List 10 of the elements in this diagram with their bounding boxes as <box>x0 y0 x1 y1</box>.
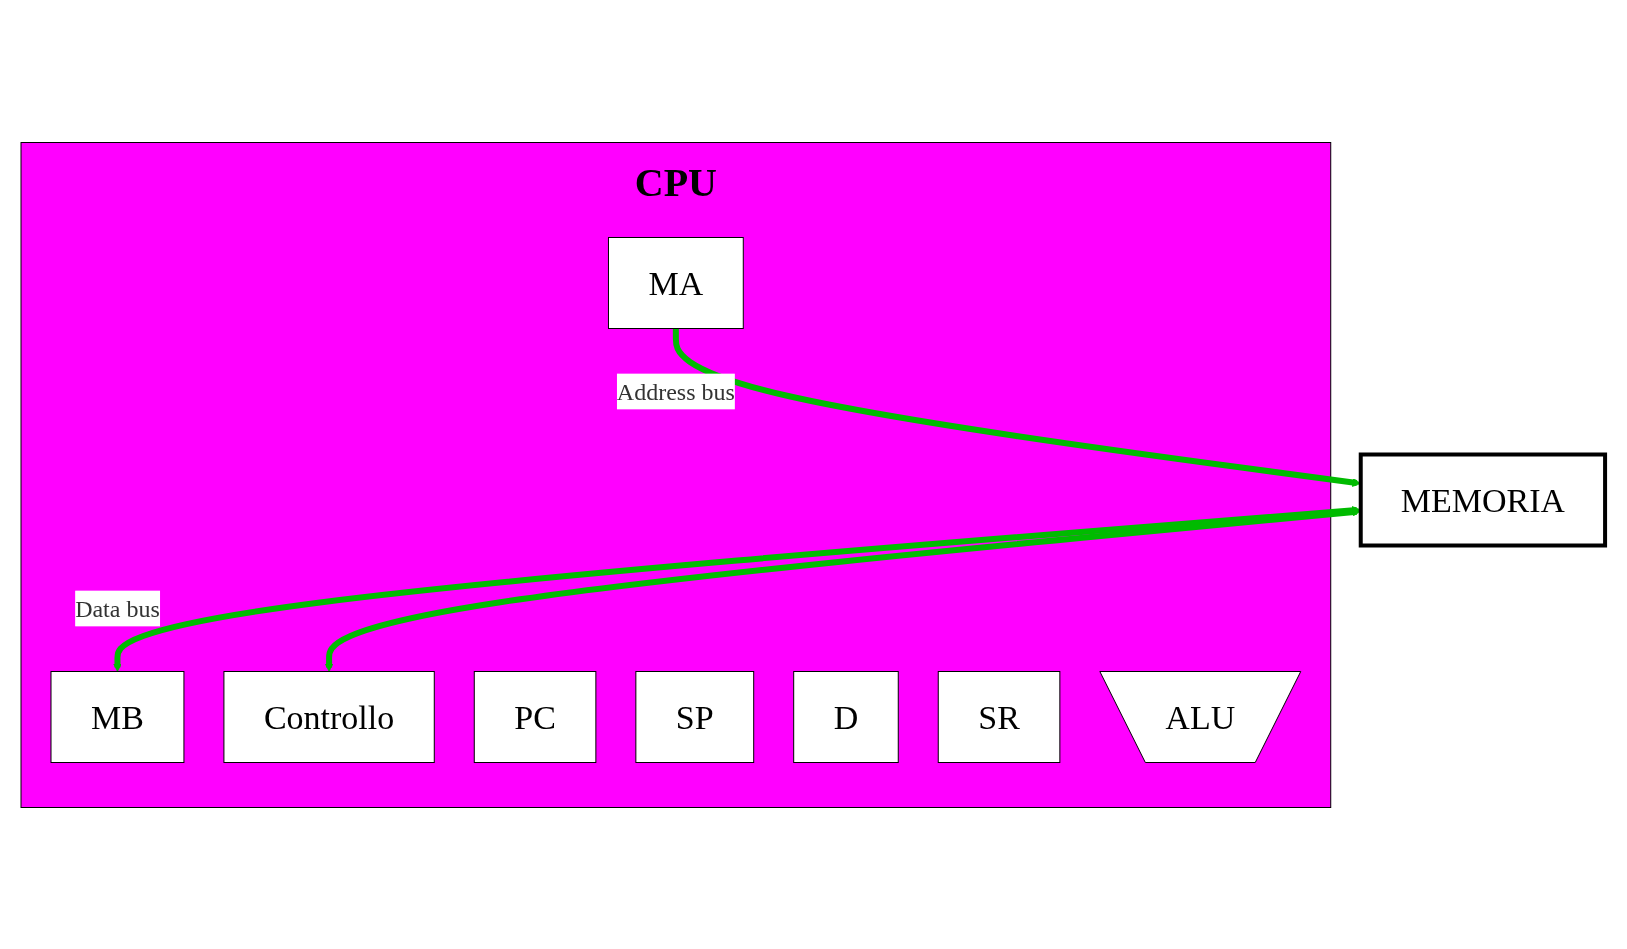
node-box: Controllo <box>223 670 436 763</box>
node-box: SP <box>635 670 755 763</box>
node-box: SR <box>938 670 1061 763</box>
edge-label: Data bus <box>75 595 161 621</box>
node-box: MB <box>50 670 185 763</box>
node-box: PC <box>474 670 597 763</box>
node-box: MA <box>608 236 745 329</box>
node-box: D <box>793 670 900 763</box>
node-box: MEMORIA <box>1359 452 1608 547</box>
edge-label: Address bus <box>617 378 736 404</box>
